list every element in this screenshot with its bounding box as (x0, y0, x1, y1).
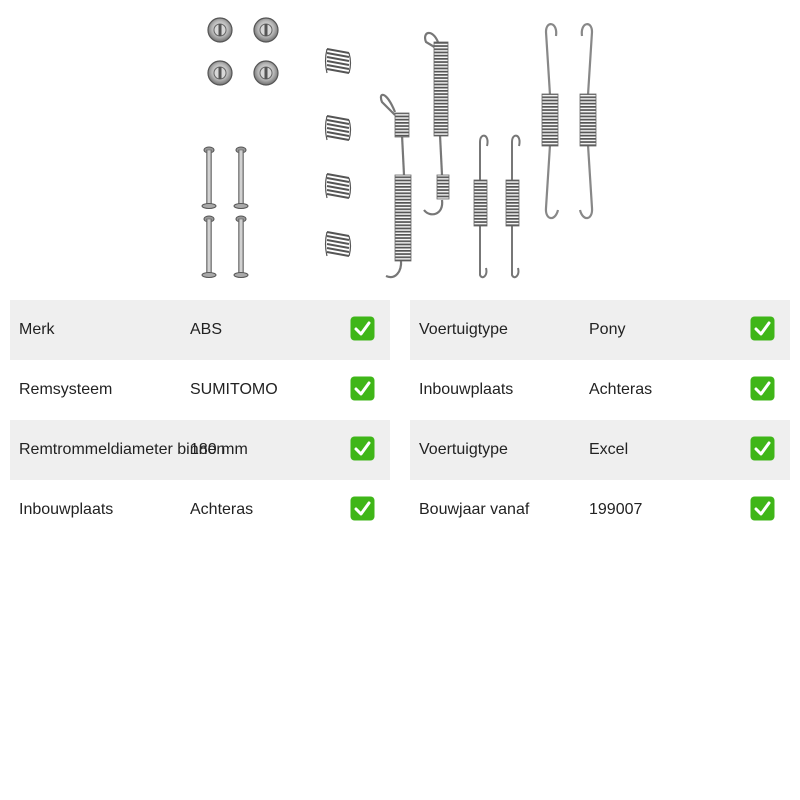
spec-value: 180 mm (190, 441, 248, 458)
check-mark-icon (350, 496, 375, 521)
hold-down-pins (201, 146, 249, 278)
check-mark-icon (750, 316, 775, 341)
spring-cups (207, 17, 279, 86)
spec-row: Voertuigtype Excel (410, 420, 790, 480)
spec-label: Remsysteem (19, 381, 113, 398)
spec-label: Merk (19, 321, 55, 338)
spec-value: Achteras (190, 501, 254, 518)
spec-value: ABS (190, 321, 223, 338)
spec-label: Voertuigtype (419, 321, 508, 338)
spec-row: Inbouwplaats Achteras (410, 360, 790, 420)
spec-table-right: Voertuigtype Pony Inbouwplaats Achteras … (410, 300, 790, 540)
spec-row: Inbouwplaats Achteras (10, 480, 390, 540)
spec-label: Remtrommeldiameter binnen (19, 441, 226, 458)
spec-row: Voertuigtype Pony (410, 300, 790, 360)
spec-label: Bouwjaar vanaf (419, 501, 530, 518)
spec-label: Voertuigtype (419, 441, 508, 458)
spec-value: SUMITOMO (190, 381, 278, 398)
check-mark-icon (350, 316, 375, 341)
check-mark-icon (750, 376, 775, 401)
check-mark-icon (350, 376, 375, 401)
compression-springs (324, 48, 352, 257)
spec-label: Inbouwplaats (19, 501, 114, 518)
product-image (201, 17, 597, 279)
spec-row: Remsysteem SUMITOMO (10, 360, 390, 420)
check-mark-icon (750, 436, 775, 461)
spec-row: Merk ABS (10, 300, 390, 360)
spec-value: Excel (589, 441, 629, 458)
check-mark-icon (750, 496, 775, 521)
spec-value: Achteras (589, 381, 653, 398)
spec-table-left: Merk ABS Remsysteem SUMITOMO Remtrommeld… (10, 300, 390, 540)
spec-row: Bouwjaar vanaf 199007 (410, 480, 790, 540)
spec-value: 199007 (589, 501, 643, 518)
spec-label: Inbouwplaats (419, 381, 514, 398)
return-springs (379, 23, 597, 279)
spec-value: Pony (589, 321, 626, 338)
check-mark-icon (350, 436, 375, 461)
spec-row: Remtrommeldiameter binnen 180 mm (10, 420, 390, 480)
